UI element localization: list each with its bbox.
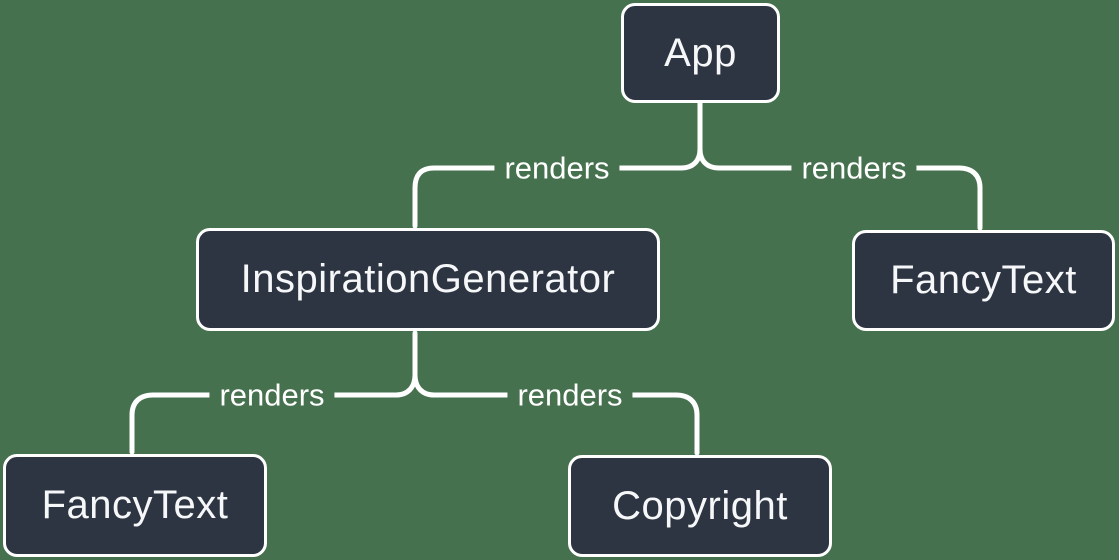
edge-app-to-fancytext: [697, 146, 983, 231]
edge-label-app-fancytext: renders: [791, 149, 917, 187]
node-fancy-text-bottom-left: FancyText: [3, 454, 267, 557]
node-copyright-label: Copyright: [612, 483, 788, 528]
edge-label-inspirationgenerator-fancytext: renders: [209, 376, 335, 414]
node-app-label: App: [664, 30, 737, 75]
node-fancy-text-top-right: FancyText: [852, 230, 1115, 331]
edge-label-inspirationgenerator-copyright: renders: [507, 376, 633, 414]
edge-inspirationgenerator-to-fancytext: [129, 372, 418, 455]
node-fancy-text-top-right-label: FancyText: [890, 258, 1077, 302]
node-fancy-text-bottom-left-label: FancyText: [41, 483, 229, 527]
node-inspiration-generator-label: InspirationGenerator: [240, 257, 616, 301]
edge-inspirationgenerator-to-copyright: [412, 372, 700, 456]
edge-app-to-inspirationgenerator: [412, 146, 703, 229]
node-copyright: Copyright: [568, 455, 832, 557]
node-app: App: [621, 3, 780, 103]
edge-label-app-inspirationgenerator: renders: [494, 149, 620, 187]
node-inspiration-generator: InspirationGenerator: [196, 228, 660, 331]
